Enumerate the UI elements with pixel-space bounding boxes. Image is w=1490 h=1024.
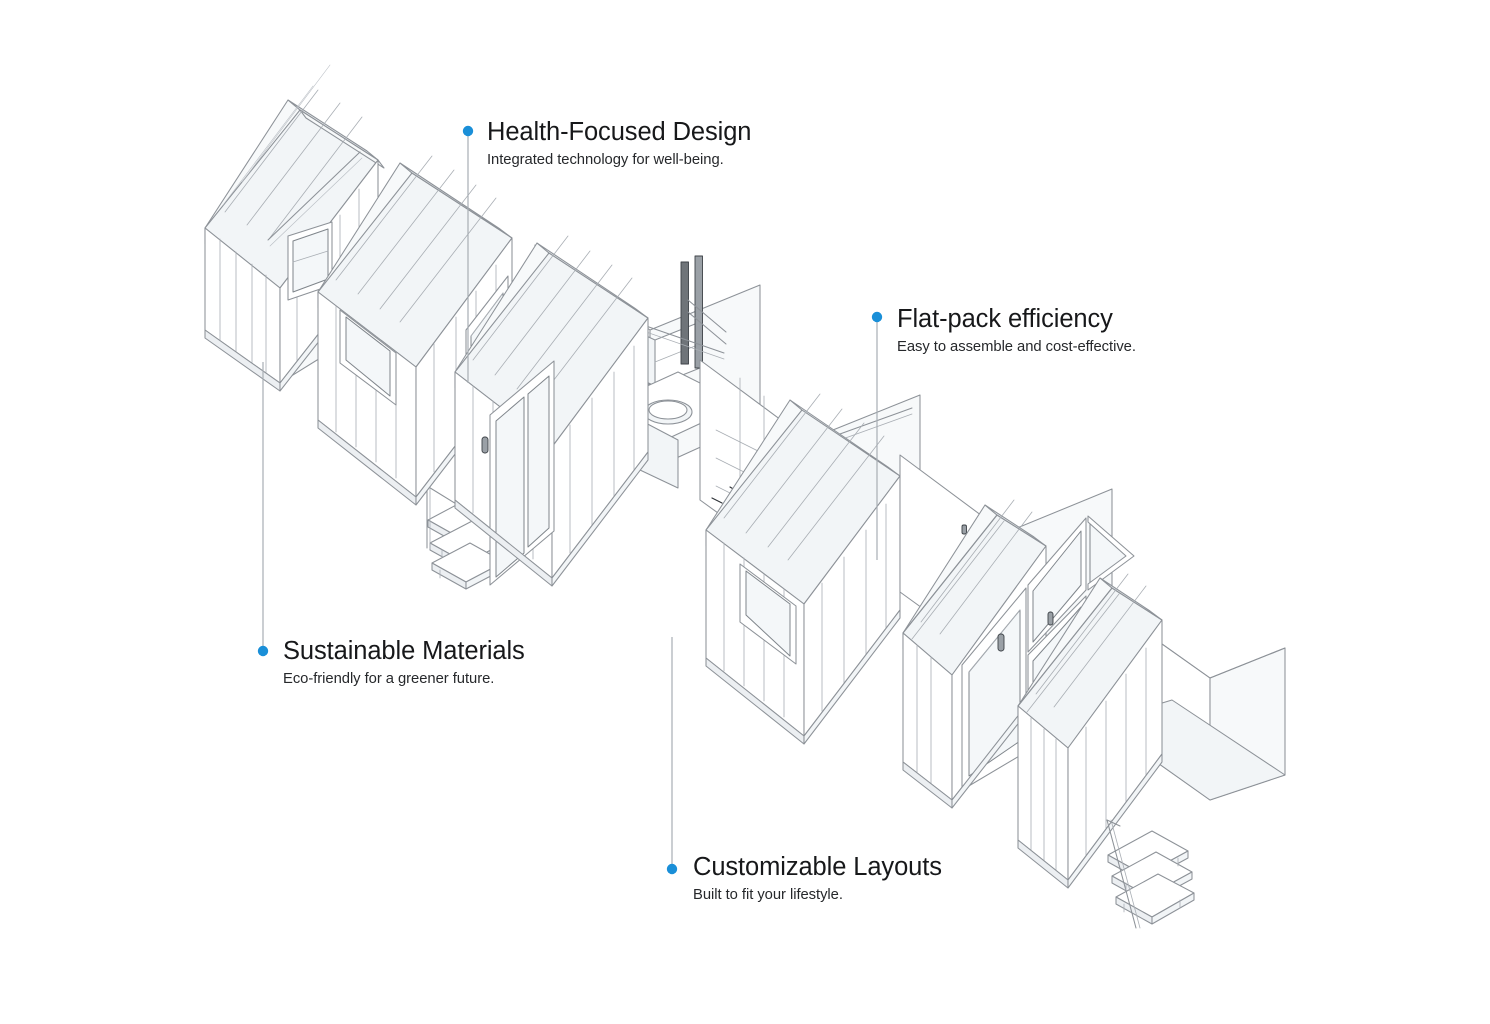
callout-title: Flat-pack efficiency — [897, 305, 1113, 333]
callout-leaders — [257, 125, 883, 875]
callout-title: Health-Focused Design — [487, 118, 752, 146]
callout-flat-pack-efficiency: Flat-pack efficiency Easy to assemble an… — [897, 305, 1136, 357]
callout-health-focused-design: Health-Focused Design Integrated technol… — [487, 118, 751, 170]
module-6-open-end-stairs — [1017, 573, 1286, 929]
leader-dot-health — [462, 125, 474, 137]
module-4-service-wall — [699, 359, 921, 745]
leader-dot-customizable — [666, 863, 678, 875]
callout-subtitle: Integrated technology for well-being. — [487, 151, 724, 168]
module-1-closed-gable — [204, 64, 385, 392]
module-3-core-module — [454, 235, 761, 587]
callout-title: Sustainable Materials — [283, 637, 525, 665]
callout-subtitle: Eco-friendly for a greener future. — [283, 670, 495, 687]
callout-subtitle: Easy to assemble and cost-effective. — [897, 338, 1136, 355]
leader-dot-sustainable — [257, 645, 269, 657]
callout-sustainable-materials: Sustainable Materials Eco-friendly for a… — [283, 637, 525, 689]
leader-dot-flatpack — [871, 311, 883, 323]
callout-subtitle: Built to fit your lifestyle. — [693, 886, 843, 903]
callout-customizable-layouts: Customizable Layouts Built to fit your l… — [693, 853, 942, 905]
callout-title: Customizable Layouts — [693, 853, 942, 881]
